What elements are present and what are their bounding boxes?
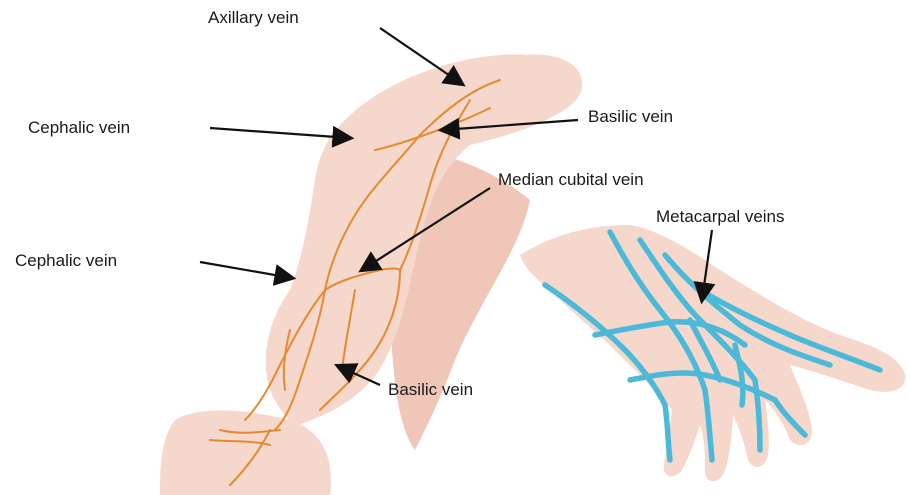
- arm-shoulder: [400, 54, 582, 136]
- label-cephalic-vein-upper: Cephalic vein: [28, 118, 130, 137]
- arm-hand: [160, 411, 331, 495]
- hand-illustration: [520, 225, 905, 481]
- leader-cephalic-vein-upper: [210, 128, 350, 138]
- label-cephalic-vein-lower: Cephalic vein: [15, 251, 117, 270]
- arm-illustration: [160, 54, 582, 495]
- label-axillary-vein: Axillary vein: [208, 8, 299, 27]
- label-basilic-vein-lower: Basilic vein: [388, 380, 473, 399]
- leader-cephalic-vein-lower: [200, 262, 292, 278]
- vein-finger-1: [665, 405, 670, 460]
- label-metacarpal-veins: Metacarpal veins: [656, 207, 785, 226]
- label-basilic-vein-upper: Basilic vein: [588, 107, 673, 126]
- label-median-cubital-vein: Median cubital vein: [498, 170, 644, 189]
